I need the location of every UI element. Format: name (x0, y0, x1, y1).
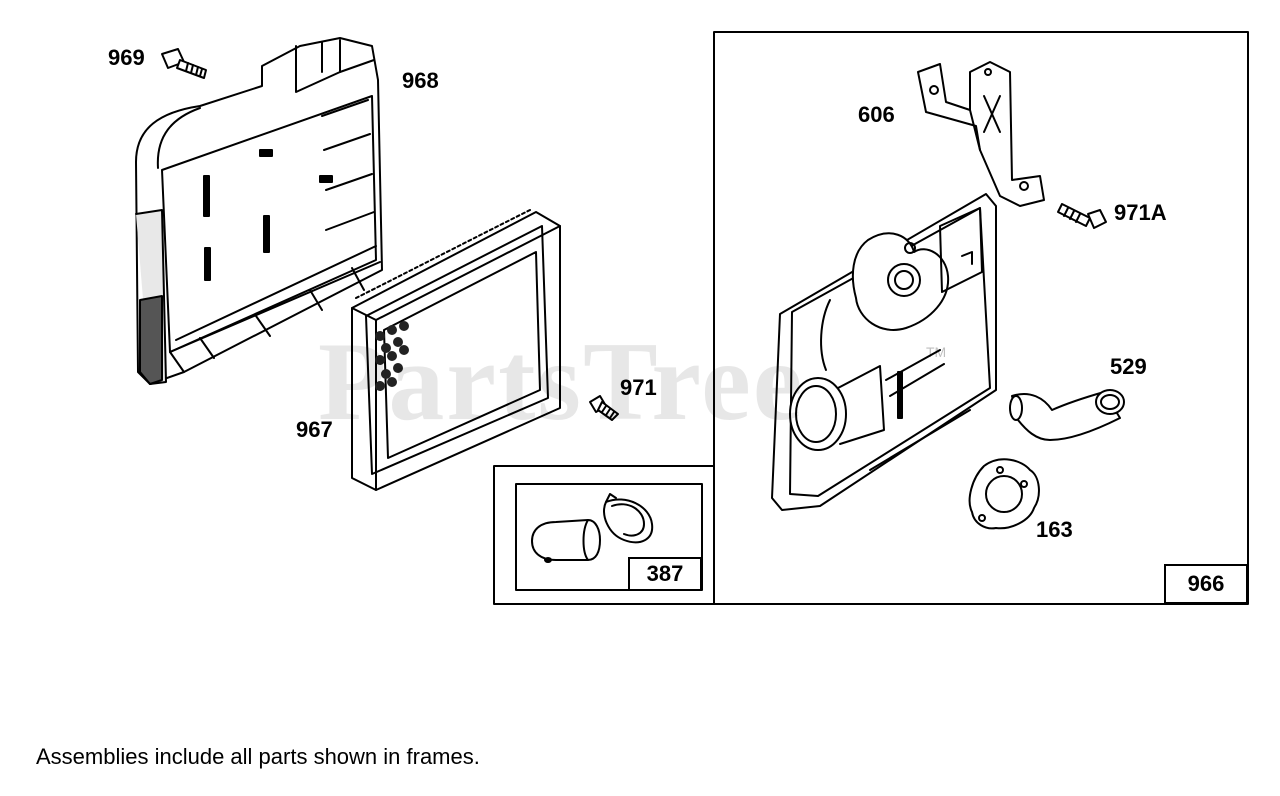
bolt-969 (161, 48, 207, 79)
air-filter-967 (351, 209, 561, 491)
bolt-971a (1057, 203, 1107, 229)
primer-bulb (531, 519, 601, 563)
screw-971 (589, 395, 619, 421)
part-label-529: 529 (1110, 354, 1147, 379)
frame-label-966: 966 (1164, 564, 1248, 604)
part-label-968: 968 (402, 68, 439, 93)
part-label-969: 969 (108, 45, 145, 70)
trademark-mark: TM (926, 344, 947, 360)
carburetor-adapter-plate (771, 193, 997, 511)
air-cleaner-base-968 (135, 37, 383, 385)
part-label-971a: 971A (1114, 200, 1167, 225)
part-label-606: 606 (858, 102, 895, 127)
frame-966-outer (713, 31, 1249, 605)
assembly-note: Assemblies include all parts shown in fr… (36, 744, 480, 769)
frame-387-inner (515, 483, 703, 591)
bracket-606 (917, 61, 1045, 207)
gasket-163 (968, 458, 1040, 530)
frame-label-387: 387 (628, 557, 702, 591)
elbow-529 (1009, 389, 1125, 441)
retainer-ring (603, 493, 654, 544)
part-label-971: 971 (620, 375, 657, 400)
part-label-163: 163 (1036, 517, 1073, 542)
part-label-967: 967 (296, 417, 333, 442)
